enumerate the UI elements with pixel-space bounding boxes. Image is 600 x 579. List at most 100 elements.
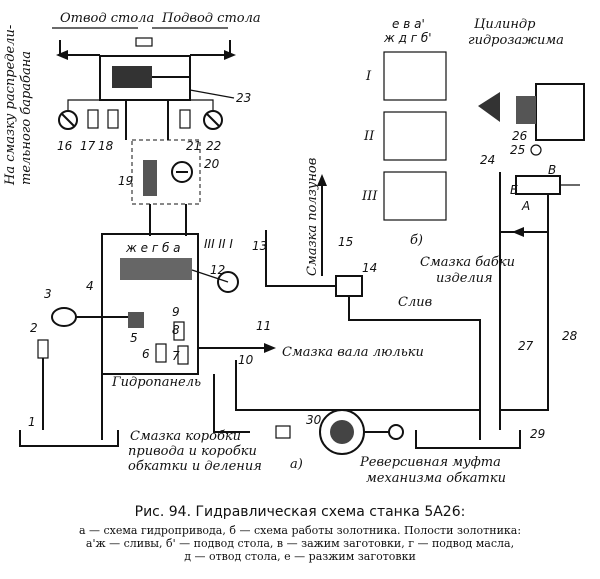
label-smazka-vala: Смазка вала люльки — [282, 345, 424, 360]
label-cilindr: Цилиндр — [474, 17, 536, 32]
spool-top-letters: е в а' — [392, 17, 425, 31]
valve-B — [515, 175, 561, 195]
lube-line-22 — [190, 99, 214, 111]
roman-I: I — [365, 69, 372, 84]
label-na-smazku-2: тельного барабана — [19, 51, 34, 185]
label-na-smazku: На смазку распредели- — [3, 25, 18, 186]
letter-A: А — [521, 199, 530, 213]
num-12: 12 — [210, 263, 225, 277]
num-19: 19 — [118, 174, 133, 188]
num-20: 20 — [204, 157, 220, 171]
line-28 — [500, 194, 549, 411]
clutch-30-core — [330, 420, 354, 444]
num-3: 3 — [44, 287, 52, 301]
valve-14 — [335, 275, 363, 297]
valve-19 — [143, 160, 157, 196]
num-4: 4 — [86, 279, 94, 293]
figure-caption: Рис. 94. Гидравлическая схема станка 5А2… — [0, 500, 600, 563]
label-reversivnaya-2: механизма обкатки — [366, 471, 506, 486]
clamp-chuck — [478, 92, 500, 122]
clamp-cylinder — [535, 83, 585, 141]
clutch-valve — [275, 425, 291, 439]
caption-line-1: а — схема гидропривода, б — схема работы… — [78, 524, 522, 537]
lube-line-16 — [67, 99, 100, 111]
throttle-clutch — [388, 424, 404, 440]
num-11: 11 — [256, 319, 271, 333]
valve-17 — [87, 109, 99, 129]
num-5: 5 — [130, 331, 138, 345]
pump-20 — [171, 161, 193, 183]
top-spring — [135, 37, 153, 47]
label-smazka-korobki-3: обкатки и деления — [128, 459, 262, 474]
num-25: 25 — [510, 143, 525, 157]
num-14: 14 — [362, 261, 377, 275]
caption-title: Рис. 94. Гидравлическая схема станка 5А2… — [134, 504, 466, 520]
arrow-head-left — [56, 50, 68, 60]
label-izdeliya: изделия — [436, 271, 493, 286]
cylinder-piston — [112, 66, 152, 88]
pump-3 — [51, 307, 77, 327]
num-7: 7 — [172, 349, 180, 363]
filter-5 — [128, 312, 144, 328]
valve-2 — [37, 339, 49, 359]
label-otvod-stola: Отвод стола — [60, 11, 154, 26]
num-29: 29 — [530, 427, 545, 441]
valve-21 — [179, 109, 191, 129]
roman-positions: III II I — [204, 237, 233, 251]
roman-II: II — [363, 129, 375, 144]
caption-line-2: а'ж — сливы, б' — подвод стола, в — зажи… — [85, 537, 515, 550]
drum-13 — [217, 271, 239, 293]
hydraulic-scheme: Отвод стола Подвод стола 16 17 18 21 22 … — [3, 11, 585, 486]
label-smazka-korobki-1: Смазка коробки — [130, 429, 241, 444]
valve-6 — [155, 343, 167, 363]
num-24: 24 — [480, 153, 495, 167]
label-podvod-stola: Подвод стола — [161, 11, 261, 26]
hydro-panel-frame — [101, 233, 199, 375]
num-18: 18 — [98, 139, 114, 153]
throttle-16-mark — [60, 112, 76, 128]
gauge-25 — [530, 144, 542, 156]
roman-III: III — [361, 189, 378, 204]
line-korobka — [213, 374, 250, 433]
num-26: 26 — [512, 129, 528, 143]
num-30: 30 — [306, 413, 322, 427]
letter-B: Б — [510, 183, 518, 197]
valve-block-19-20 — [131, 139, 201, 205]
spool-12 — [120, 258, 192, 280]
throttle-22-mark — [205, 112, 221, 128]
arrow-polzunov — [317, 174, 327, 186]
num-6: 6 — [142, 347, 150, 361]
num-13: 13 — [252, 239, 267, 253]
valve-7 — [177, 345, 189, 365]
label-reversivnaya-1: Реверсивная муфта — [359, 455, 501, 470]
num-8: 8 — [172, 323, 180, 337]
label-gidrozazhima: гидрозажима — [468, 33, 564, 48]
arrow-11 — [264, 343, 276, 353]
spool-pos-III — [383, 171, 447, 221]
num-17: 17 — [80, 139, 96, 153]
num-1: 1 — [28, 415, 36, 429]
valve-18 — [107, 109, 119, 129]
caption-line-3: д — отвод стола, е — разжим заготовки — [184, 550, 416, 563]
label-smazka-babki: Смазка бабки — [420, 255, 515, 270]
label-sub-b: б) — [410, 233, 423, 248]
label-sub-a: а) — [290, 457, 303, 472]
clamp-piston — [516, 96, 536, 124]
label-gidropanel: Гидропанель — [111, 375, 201, 390]
num-21: 21 — [186, 139, 201, 153]
link-12-13 — [191, 269, 229, 283]
spool-pos-I — [383, 51, 447, 101]
num-27: 27 — [518, 339, 534, 353]
num-22: 22 — [206, 139, 221, 153]
num-16: 16 — [57, 139, 73, 153]
tank-1 — [19, 430, 119, 447]
spool-positions: ж е г б а — [125, 241, 181, 255]
drain-line — [348, 296, 481, 440]
letter-V: В — [548, 163, 556, 177]
num-15: 15 — [338, 235, 353, 249]
num-10: 10 — [238, 353, 254, 367]
num-28: 28 — [562, 329, 578, 343]
arrow-babki — [512, 227, 524, 237]
leader-23 — [189, 89, 235, 99]
valve-8 — [173, 321, 185, 341]
